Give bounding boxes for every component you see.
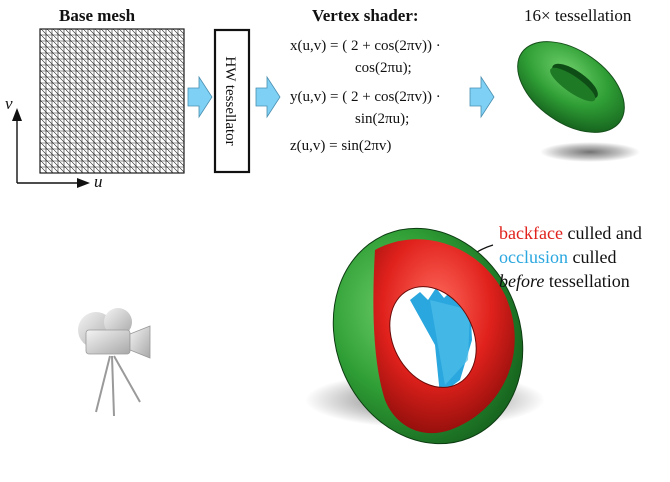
uv-axes <box>12 108 90 188</box>
equation-z: z(u,v) = sin(2πv) <box>290 138 392 154</box>
before-rest: tessellation <box>544 271 630 291</box>
backface-rest: culled and <box>562 223 642 243</box>
backface-word: backface <box>499 223 563 243</box>
base-mesh <box>39 28 185 174</box>
camera-icon <box>78 308 151 417</box>
arrow-2 <box>255 75 281 119</box>
tessellated-torus <box>517 41 640 162</box>
equation-y-line1: y(u,v) = ( 2 + cos(2πv)) · <box>290 89 441 105</box>
culled-torus <box>305 227 545 445</box>
vertex-shader-title: Vertex shader: <box>312 6 419 25</box>
base-mesh-title: Base mesh <box>59 6 136 25</box>
annotation-line-2: occlusion culled <box>499 246 616 268</box>
arrow-3 <box>469 75 495 119</box>
before-word: before <box>499 271 545 291</box>
tessellation-title: 16× tessellation <box>524 6 632 25</box>
arrow-1 <box>187 75 213 119</box>
equation-x-line2: cos(2πu); <box>355 60 412 76</box>
occlusion-word: occlusion <box>499 247 568 267</box>
axis-v-label: v <box>5 94 13 113</box>
occlusion-rest: culled <box>568 247 617 267</box>
axis-u-label: u <box>94 172 103 191</box>
hw-tessellator-label: HW tessellator <box>222 56 238 145</box>
hw-tessellator-box <box>213 28 251 174</box>
equation-y-line2: sin(2πu); <box>355 111 410 127</box>
equation-x-line1: x(u,v) = ( 2 + cos(2πv)) · <box>290 38 441 54</box>
annotation-line-3: before tessellation <box>499 270 630 292</box>
annotation-line-1: backface culled and <box>499 222 642 244</box>
